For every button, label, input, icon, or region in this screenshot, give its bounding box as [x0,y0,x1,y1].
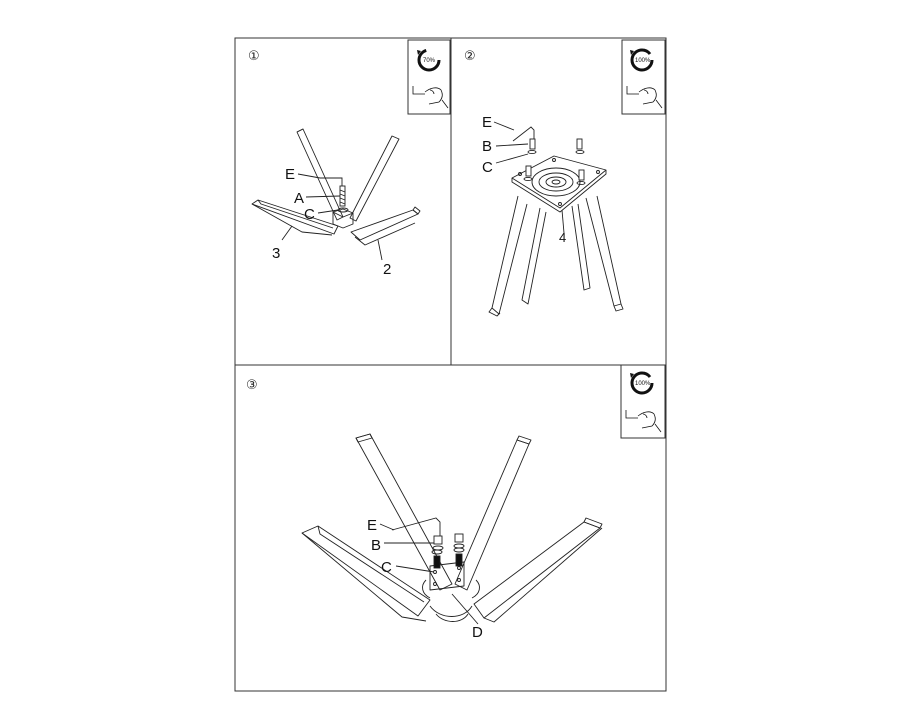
label-part-4: 4 [559,230,566,245]
step-number: ③ [246,378,258,393]
label-washer: C [381,559,392,576]
label-part-2: 2 [383,261,391,278]
rotate-arrow-icon: 100% [630,48,654,72]
label-washer: C [304,206,315,223]
bolt [576,138,583,150]
bolt [433,555,441,569]
washer [432,545,444,551]
washer [453,543,465,549]
rotate-arrow-icon: 100% [630,371,654,395]
hand-allen-key-icon [626,86,663,109]
washer [453,547,465,553]
panel-frame-step-3 [234,364,667,692]
base-frame-detail-illustration [301,433,603,623]
torque-percent: 100% [635,381,651,387]
washer [527,149,537,155]
bolt [525,165,532,177]
torque-percent: 100% [635,58,651,64]
swivel-plate-illustration [488,155,624,317]
hand-allen-key-icon [412,86,449,109]
torque-percent: 70% [423,58,436,64]
base-frame-illustration [251,128,421,246]
label-bolt: B [482,138,492,155]
step-number: ① [248,49,260,64]
hardware-step-3 [379,517,479,625]
hardware-step-1 [281,173,383,261]
allen-key [391,517,441,538]
label-part-d: D [472,624,483,641]
rotate-arrow-icon: 70% [417,48,441,72]
hand-allen-key-icon [625,410,662,433]
torque-indicator: 70% [407,39,451,115]
washer [523,176,533,182]
bolt [455,553,463,567]
torque-indicator: 100% [621,39,666,115]
bolt [433,535,443,545]
allen-key [320,177,343,186]
allen-key [512,126,535,144]
label-bolt: B [371,537,381,554]
label-allen-key: E [285,166,295,183]
hardware-step-2 [493,121,586,234]
bolt [529,138,536,150]
label-part-3: 3 [272,245,280,262]
step-number: ② [464,49,476,64]
washer [575,149,585,155]
torque-indicator: 100% [620,364,666,439]
label-allen-key: E [367,517,377,534]
label-bolt: A [294,190,304,207]
label-washer: C [482,159,493,176]
bolt [454,533,464,543]
washer [576,180,586,186]
washer [431,549,443,555]
bolt [578,169,585,181]
label-allen-key: E [482,114,492,131]
